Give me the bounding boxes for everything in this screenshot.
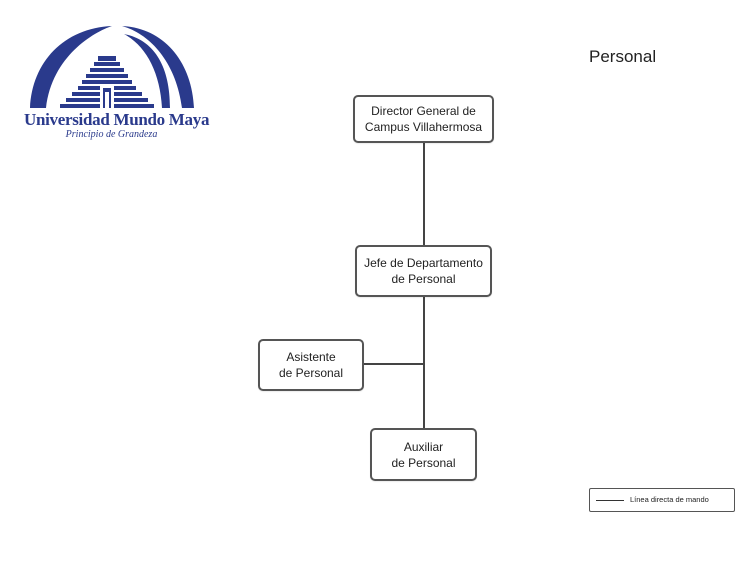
node-jefe-line-1: Jefe de Departamento xyxy=(364,256,483,270)
legend: Línea directa de mando xyxy=(589,488,735,512)
node-asistente: Asistente de Personal xyxy=(258,339,364,391)
logo-title: Universidad Mundo Maya xyxy=(24,110,210,129)
node-auxiliar: Auxiliar de Personal xyxy=(370,428,477,481)
node-asistente-line-1: Asistente xyxy=(286,350,336,364)
node-director-line-1: Director General de xyxy=(371,104,476,118)
legend-label: Línea directa de mando xyxy=(630,495,709,504)
page-title: Personal xyxy=(589,47,657,66)
node-director-general: Director General de Campus Villahermosa xyxy=(353,95,494,143)
legend-line-sample xyxy=(596,500,624,501)
logo-motto: Principio de Grandeza xyxy=(65,129,158,140)
university-logo: Universidad Mundo Maya Principio de Gran… xyxy=(24,22,210,142)
node-jefe-departamento: Jefe de Departamento de Personal xyxy=(355,245,492,297)
connector-asistente xyxy=(362,363,424,365)
connector-jefe-auxiliar xyxy=(423,296,425,430)
node-auxiliar-line-1: Auxiliar xyxy=(403,439,444,454)
node-auxiliar-line-2: de Personal xyxy=(391,455,456,470)
node-jefe-line-2: de Personal xyxy=(391,272,456,286)
node-asistente-line-2: de Personal xyxy=(278,366,344,380)
connector-director-jefe xyxy=(423,142,425,246)
node-director-line-2: Campus Villahermosa xyxy=(364,120,483,134)
pyramid-arch-icon xyxy=(30,26,194,108)
